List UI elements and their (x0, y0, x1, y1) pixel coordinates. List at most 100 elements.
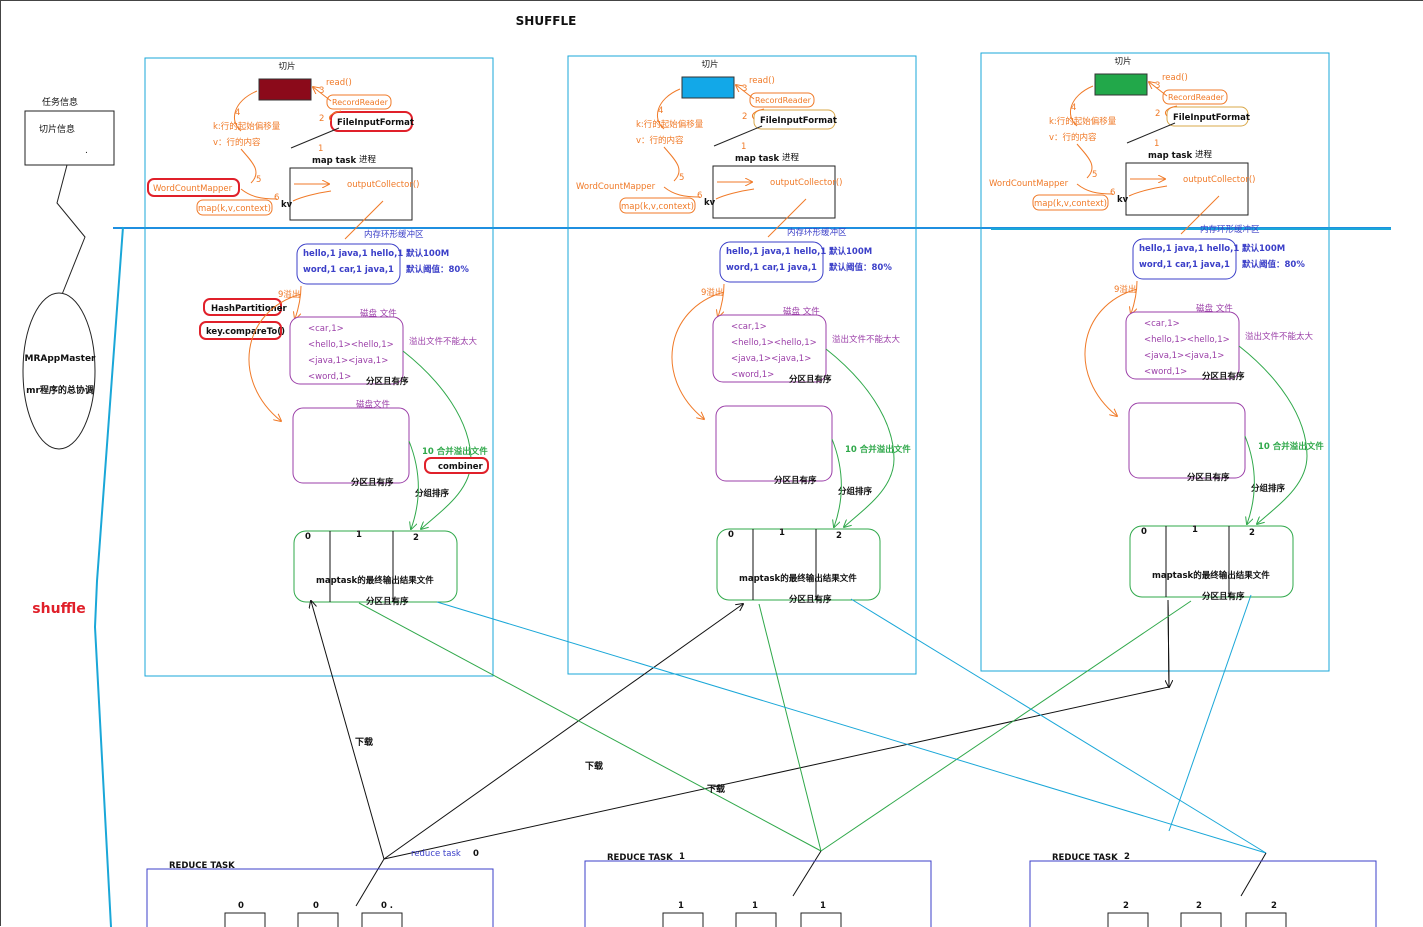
kv-label: kv (704, 198, 716, 208)
read-flow-curve (233, 90, 258, 132)
spill-line-2: <java,1><java,1> (731, 354, 811, 364)
map-to-collector-curve (715, 188, 755, 200)
kv-flow-curve (1076, 143, 1093, 179)
spill-line-1: <hello,1><hello,1> (308, 340, 394, 350)
step-3: 3 (742, 84, 747, 94)
reduce-task-box (146, 868, 494, 927)
partitioned-sorted-label: 分区且有序 (789, 374, 832, 385)
combiner-label: combiner (438, 462, 484, 472)
record-reader-label: RecordReader (1168, 93, 1225, 102)
ring-buffer-line-2: word,1 car,1 java,1 (726, 263, 817, 273)
disk-file-label: 磁盘 文件 (1196, 303, 1233, 314)
download-line-6 (758, 603, 822, 852)
buffer-threshold: 默认阈值：80% (1242, 259, 1305, 270)
download-label-2: 下载 (707, 783, 725, 795)
spill-line-3: <word,1> (1144, 367, 1187, 377)
ring-buffer-title: 内存环形缓冲区 (787, 227, 847, 238)
map-call-label: map(k,v,context) (1034, 199, 1107, 209)
combiner-box (424, 457, 489, 474)
reduce-task-title: REDUCE TASK (169, 861, 235, 871)
download-line-11 (1168, 594, 1252, 832)
download-line-2 (383, 599, 1170, 860)
map-call-box (196, 199, 273, 216)
map-to-collector-curve (292, 190, 332, 202)
final-partitioned-sorted-label: 分区且有序 (789, 594, 832, 605)
record-reader-label: RecordReader (332, 98, 389, 107)
final-partitioned-sorted-label: 分区且有序 (366, 596, 409, 607)
reduce-task-number: 2 (1124, 852, 1130, 862)
word-count-mapper-box (984, 174, 1075, 191)
download-line-4 (355, 858, 385, 907)
hash-partitioner-label: HashPartitioner (211, 304, 287, 314)
map-to-collector-curve (1128, 185, 1168, 197)
ring-buffer-line-1: hello,1 java,1 hello,1 (726, 247, 826, 257)
partition-number-1: 1 (779, 528, 785, 538)
file-input-format-box (753, 109, 836, 130)
reader-curve (1164, 105, 1178, 117)
reduce-task-extra-label: reduce task (411, 849, 461, 859)
shuffle-boundary-line (93, 226, 124, 927)
map-call-box (1032, 194, 1109, 211)
final-output-label: maptask的最终输出结果文件 (1152, 570, 1270, 581)
reader-curve (328, 110, 342, 122)
spill-arrow (295, 285, 302, 319)
spill-line-0: <car,1> (731, 322, 767, 332)
map-task-process-box (1125, 162, 1249, 216)
app-master-label: MRAppMaster (25, 354, 97, 364)
map-call-box (619, 197, 696, 214)
ring-buffer-line-2: word,1 car,1 java,1 (1139, 260, 1230, 270)
group-sort-label: 分组排序 (838, 486, 873, 497)
record-reader-box (749, 92, 815, 108)
output-collector-label: outputCollector() (770, 178, 842, 188)
reduce-cell-label-0: 1 (678, 901, 684, 911)
split-label: 切片 (701, 59, 718, 70)
partition-number-2: 2 (413, 533, 419, 543)
step-4: 4 (658, 106, 663, 116)
k-offset-label: k:行的起始偏移量 (213, 121, 281, 132)
collector-to-buffer-line (344, 200, 384, 240)
spill-line-3: <word,1> (731, 370, 774, 380)
disk-file-label: 磁盘 文件 (360, 308, 397, 319)
k-offset-label: k:行的起始偏移量 (1049, 116, 1117, 127)
merged-file-box (1128, 402, 1246, 479)
download-line-1 (383, 604, 743, 860)
download-line-10 (850, 598, 1267, 854)
word-count-mapper-box (147, 178, 240, 197)
reduce-task-title: REDUCE TASK (607, 853, 673, 863)
merge-spill-curve (1238, 345, 1308, 524)
download-line-8 (792, 850, 822, 897)
split-block (258, 78, 312, 101)
spill-line-1: <hello,1><hello,1> (731, 338, 817, 348)
step-4: 4 (235, 108, 240, 118)
buffer-default-size: 默认100M (829, 246, 872, 257)
spill-line-2: <java,1><java,1> (308, 356, 388, 366)
ring-buffer-box (296, 243, 401, 285)
step-2: 2 (742, 112, 747, 122)
mapper-to-map-curve (1076, 183, 1114, 195)
final-output-label: maptask的最终输出结果文件 (739, 573, 857, 584)
output-collector-label: outputCollector() (347, 180, 419, 190)
step-3: 3 (319, 86, 324, 96)
step-6: 6 (1110, 188, 1115, 198)
group-sort-label: 分组排序 (415, 488, 450, 499)
map-call-label: map(k,v,context) (621, 202, 694, 212)
step-2: 2 (1155, 109, 1160, 119)
read-flow-curve (1069, 85, 1094, 127)
record-reader-box (1162, 89, 1228, 105)
ring-buffer-line-2: word,1 car,1 java,1 (303, 265, 394, 275)
split-info-box (24, 110, 115, 166)
reduce-cell-label-1: 0 (313, 901, 319, 911)
merge-spill-curve (402, 350, 472, 529)
kv-flow-curve (663, 146, 680, 182)
spill-label: 9溢出 (278, 289, 300, 300)
reduce-cell-label-2: 2 (1271, 901, 1277, 911)
map-call-label: map(k,v,context) (198, 204, 271, 214)
step-2: 2 (319, 114, 324, 124)
merge-spill-curve (825, 348, 895, 527)
collector-to-buffer-line (1180, 195, 1220, 235)
merge-spill-label: 10 合并溢出文件 (422, 446, 488, 457)
merge-to-output-curve (831, 438, 842, 527)
compare-to-label: key.compareTo() (206, 327, 285, 337)
word-count-mapper-box (571, 177, 662, 194)
